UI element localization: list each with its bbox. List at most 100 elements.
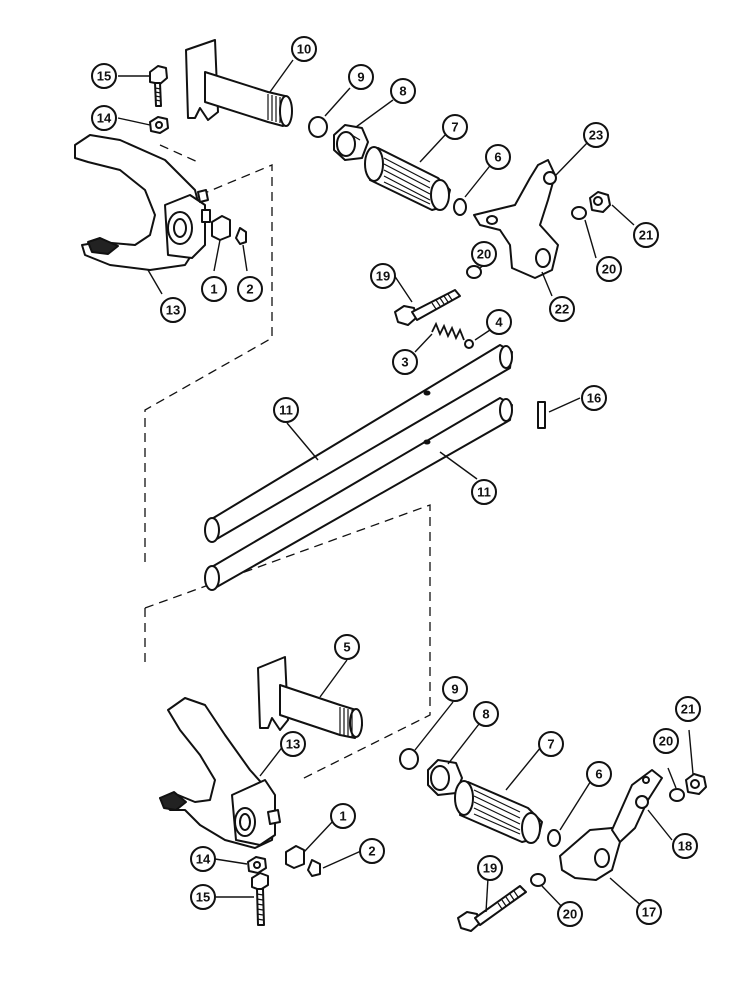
part-16-roll-pin [537, 401, 546, 429]
svg-text:20: 20 [477, 247, 491, 262]
part-10-shaft [185, 39, 293, 127]
callout-9: 9 [348, 64, 374, 90]
part-14-nut-upper [149, 116, 169, 134]
callout-19-lower: 19 [477, 855, 503, 881]
part-21-nut-lower-right [685, 773, 707, 795]
svg-text:21: 21 [639, 228, 653, 243]
part-22-bracket [473, 159, 559, 279]
callout-17: 17 [636, 899, 662, 925]
svg-text:9: 9 [357, 70, 364, 85]
svg-text:2: 2 [246, 282, 253, 297]
svg-text:7: 7 [451, 120, 458, 135]
callout-3: 3 [392, 349, 418, 375]
callout-6-lower: 6 [586, 761, 612, 787]
part-8-nut-lower [427, 759, 463, 796]
svg-text:20: 20 [563, 907, 577, 922]
part-13-fork-lower [159, 697, 281, 849]
svg-text:23: 23 [589, 128, 603, 143]
svg-text:13: 13 [286, 737, 300, 752]
callout-4: 4 [486, 309, 512, 335]
svg-text:17: 17 [642, 905, 656, 920]
callout-15: 15 [91, 63, 117, 89]
svg-text:7: 7 [547, 737, 554, 752]
svg-text:6: 6 [595, 767, 602, 782]
callout-11-lower: 11 [471, 479, 497, 505]
part-8-nut [333, 124, 369, 161]
callout-15-lower: 15 [190, 884, 216, 910]
svg-text:21: 21 [681, 702, 695, 717]
part-9-o-ring [308, 116, 328, 138]
part-5-shaft [257, 656, 363, 739]
callout-2-lower: 2 [359, 838, 385, 864]
svg-text:22: 22 [555, 302, 569, 317]
part-1-bushing-lower [285, 845, 305, 869]
part-19-bolt-upper [394, 289, 461, 326]
svg-text:9: 9 [451, 682, 458, 697]
callout-22: 22 [549, 296, 575, 322]
svg-text:19: 19 [376, 269, 390, 284]
part-9-o-ring-lower [399, 748, 419, 770]
svg-text:6: 6 [494, 150, 501, 165]
callout-7: 7 [442, 114, 468, 140]
part-6-ring-lower [547, 829, 561, 847]
svg-text:10: 10 [297, 42, 311, 57]
part-11-rod-lower [204, 397, 513, 591]
part-7-sleeve-lower [454, 780, 543, 844]
svg-text:13: 13 [166, 303, 180, 318]
svg-text:14: 14 [97, 111, 112, 126]
callout-20-lower: 20 [557, 901, 583, 927]
part-7-sleeve [364, 146, 451, 211]
svg-text:15: 15 [97, 69, 111, 84]
callout-13-lower: 13 [280, 731, 306, 757]
svg-text:8: 8 [482, 707, 489, 722]
callout-21-lower: 21 [675, 696, 701, 722]
svg-text:1: 1 [210, 282, 217, 297]
callout-11-upper: 11 [273, 397, 299, 423]
part-14-nut-lower [247, 856, 267, 874]
svg-text:4: 4 [495, 315, 503, 330]
part-6-ring [453, 198, 467, 216]
callout-20: 20 [596, 256, 622, 282]
callout-1-lower: 1 [330, 803, 356, 829]
svg-text:15: 15 [196, 890, 210, 905]
part-15-bolt-lower [251, 872, 269, 926]
part-11-rod-upper [204, 344, 513, 543]
part-2-clip-upper [235, 227, 247, 245]
svg-text:11: 11 [279, 403, 293, 418]
callout-8-lower: 8 [473, 701, 499, 727]
callout-23: 23 [583, 122, 609, 148]
callout-2: 2 [237, 276, 263, 302]
callout-21: 21 [633, 222, 659, 248]
svg-text:5: 5 [343, 640, 350, 655]
alignment-lines [144, 144, 431, 781]
callout-20-lower-right: 20 [653, 728, 679, 754]
svg-text:11: 11 [477, 485, 491, 500]
callout-8: 8 [390, 78, 416, 104]
svg-text:8: 8 [399, 84, 406, 99]
part-3-spring [431, 321, 465, 341]
part-13-fork-upper [74, 134, 211, 271]
callout-20-middle: 20 [471, 241, 497, 267]
part-20-washer-middle [466, 265, 482, 279]
callout-14-lower: 14 [190, 846, 216, 872]
leader-lines [117, 59, 694, 913]
part-19-bolt-lower [457, 885, 527, 932]
part-18-lever [611, 769, 663, 843]
part-20-washer-upper-right [571, 206, 587, 220]
svg-text:3: 3 [401, 355, 408, 370]
svg-text:14: 14 [196, 852, 211, 867]
callout-6: 6 [485, 144, 511, 170]
callout-13: 13 [160, 297, 186, 323]
callout-10: 10 [291, 36, 317, 62]
callout-9-lower: 9 [442, 676, 468, 702]
part-23-pin [543, 171, 557, 185]
callout-14: 14 [91, 105, 117, 131]
svg-text:1: 1 [339, 809, 346, 824]
svg-text:2: 2 [368, 844, 375, 859]
callout-7-lower: 7 [538, 731, 564, 757]
part-1-bushing-upper [211, 215, 231, 241]
callout-19: 19 [370, 263, 396, 289]
part-20-washer-lower-right [669, 788, 685, 802]
svg-text:18: 18 [678, 839, 692, 854]
svg-text:19: 19 [483, 861, 497, 876]
